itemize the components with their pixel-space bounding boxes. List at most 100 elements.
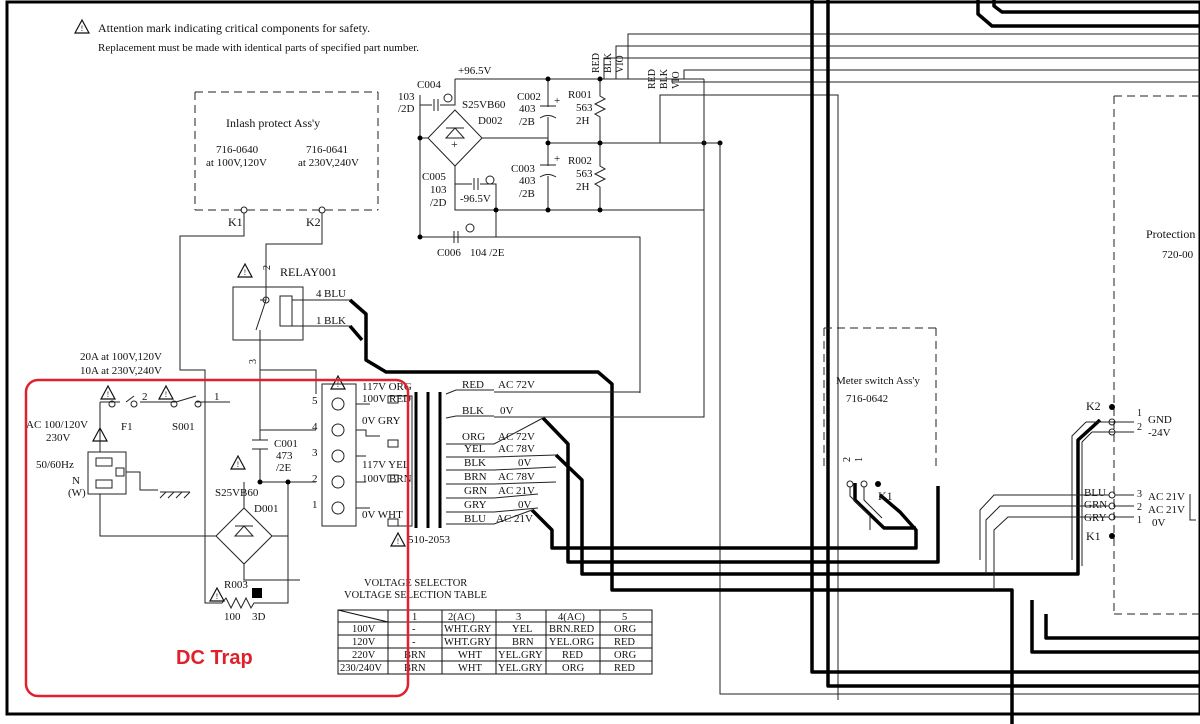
svg-text:WHT: WHT xyxy=(458,663,482,674)
svg-text:C006: C006 xyxy=(437,247,461,259)
inlash-title: Inlash protect Ass'y xyxy=(226,116,320,130)
svg-text:VIO: VIO xyxy=(671,71,682,89)
svg-text:AC 78V: AC 78V xyxy=(498,471,535,483)
svg-text:WHT: WHT xyxy=(458,650,482,661)
svg-text:C004: C004 xyxy=(417,79,441,91)
svg-text:2: 2 xyxy=(262,265,273,270)
svg-text:Meter switch Ass'y: Meter switch Ass'y xyxy=(836,375,920,387)
svg-text:10A at 230V,240V: 10A at 230V,240V xyxy=(80,365,162,377)
inlash-part-a: 716-0640 xyxy=(216,144,259,156)
svg-text:!: ! xyxy=(337,380,340,389)
svg-text:YEL.GRY: YEL.GRY xyxy=(498,663,543,674)
svg-text:230/240V: 230/240V xyxy=(340,663,382,674)
svg-text:ORG: ORG xyxy=(614,650,637,661)
voltage-selector: 5 4 3 2 1 ! 117V ORG 100V RED 0V GRY 117… xyxy=(205,374,451,547)
svg-text:0V: 0V xyxy=(500,405,514,417)
svg-text:+: + xyxy=(554,95,560,107)
inlash-protect-assembly: Inlash protect Ass'y 716-0640 at 100V,12… xyxy=(179,91,379,402)
dc-trap-highlight: DC Trap xyxy=(24,378,410,698)
svg-text:0V WHT: 0V WHT xyxy=(362,509,403,521)
svg-text:S25VB60: S25VB60 xyxy=(215,487,259,499)
svg-text:0V GRY: 0V GRY xyxy=(362,415,401,427)
attention-triangle-icon xyxy=(73,18,91,34)
svg-text:716-0642: 716-0642 xyxy=(846,393,888,405)
svg-text:-24V: -24V xyxy=(1148,427,1171,439)
svg-text:VOLTAGE SELECTOR: VOLTAGE SELECTOR xyxy=(364,578,467,589)
svg-text:-96.5V: -96.5V xyxy=(460,193,491,205)
svg-text:/2B: /2B xyxy=(519,188,535,200)
svg-text:R002: R002 xyxy=(568,155,592,167)
svg-text:/2D: /2D xyxy=(430,197,447,209)
svg-text:104 /2E: 104 /2E xyxy=(470,247,505,259)
svg-text:+: + xyxy=(451,137,458,151)
svg-text:AC 78V: AC 78V xyxy=(498,443,535,455)
svg-text:!: ! xyxy=(397,537,400,546)
svg-text:RED: RED xyxy=(614,663,635,674)
inlash-k2: K2 xyxy=(306,215,321,229)
svg-text:0V: 0V xyxy=(518,457,532,469)
safety-notes: ! Attention mark indicating critical com… xyxy=(73,18,419,54)
svg-text:AC 72V: AC 72V xyxy=(498,379,535,391)
svg-text:103: 103 xyxy=(430,184,447,196)
svg-text:4: 4 xyxy=(316,288,322,300)
svg-text:R003: R003 xyxy=(224,579,248,591)
svg-text:GRN: GRN xyxy=(1084,499,1107,511)
svg-text:AC 21V: AC 21V xyxy=(1148,504,1185,516)
svg-text:100V RED: 100V RED xyxy=(362,393,411,405)
svg-text:-: - xyxy=(412,637,416,648)
svg-text:!: ! xyxy=(107,390,110,399)
svg-text:AC 21V: AC 21V xyxy=(498,485,535,497)
svg-text:120V: 120V xyxy=(352,637,376,648)
svg-text:RED: RED xyxy=(647,69,658,89)
svg-text:YEL.GRY: YEL.GRY xyxy=(498,650,543,661)
svg-text:403: 403 xyxy=(519,103,536,115)
svg-text:+: + xyxy=(554,153,560,165)
svg-text:C002: C002 xyxy=(517,91,541,103)
mains-input: 20A at 100V,120V 10A at 230V,240V 2 1 ! … xyxy=(26,351,220,537)
svg-text:(W): (W) xyxy=(68,487,86,499)
svg-text:1: 1 xyxy=(214,391,220,403)
svg-text:VOLTAGE SELECTION TABLE: VOLTAGE SELECTION TABLE xyxy=(344,590,487,601)
svg-text:2: 2 xyxy=(1137,422,1142,433)
svg-text:ORG: ORG xyxy=(462,431,485,443)
svg-text:RED: RED xyxy=(462,379,484,391)
note-line-1: Attention mark indicating critical compo… xyxy=(98,21,370,35)
meter-switch-assembly: Meter switch Ass'y 716-0642 2 1 K1 xyxy=(823,327,937,530)
svg-text:WHT.GRY: WHT.GRY xyxy=(444,624,492,635)
svg-text:GND: GND xyxy=(1148,414,1172,426)
inlash-k1: K1 xyxy=(228,215,243,229)
note-line-2: Replacement must be made with identical … xyxy=(98,42,419,54)
svg-text:!: ! xyxy=(244,268,247,277)
svg-text:C003: C003 xyxy=(511,163,535,175)
svg-text:103: 103 xyxy=(398,91,415,103)
svg-text:563: 563 xyxy=(576,102,593,114)
svg-text:0V: 0V xyxy=(1152,517,1166,529)
svg-text:BLU: BLU xyxy=(324,288,346,300)
inlash-part-b-note: at 230V,240V xyxy=(298,157,359,169)
dc-trap-label: DC Trap xyxy=(176,647,253,669)
svg-text:BLK: BLK xyxy=(324,315,346,327)
svg-text:473: 473 xyxy=(276,450,293,462)
svg-text:AC 21V: AC 21V xyxy=(496,513,533,525)
svg-text:BLK: BLK xyxy=(603,52,614,73)
protection-assembly: Protection 720-00 K2 1 GND 2 -24V BLU GR… xyxy=(979,95,1200,615)
bus-wires xyxy=(348,0,1200,724)
outer-frame xyxy=(5,0,1200,716)
svg-text:1: 1 xyxy=(312,499,318,511)
svg-text:RED: RED xyxy=(614,637,635,648)
svg-text:563: 563 xyxy=(576,168,593,180)
svg-text:230V: 230V xyxy=(46,432,71,444)
svg-text:1: 1 xyxy=(854,457,865,462)
svg-text:BRN: BRN xyxy=(512,637,534,648)
svg-text:ORG: ORG xyxy=(614,624,637,635)
svg-text:3: 3 xyxy=(1137,489,1142,500)
svg-text:AC 100/120V: AC 100/120V xyxy=(26,419,88,431)
svg-text:D002: D002 xyxy=(478,115,502,127)
svg-text:!: ! xyxy=(237,460,240,469)
inlash-part-b: 716-0641 xyxy=(306,144,348,156)
svg-text:!: ! xyxy=(216,592,219,601)
svg-text:AC 21V: AC 21V xyxy=(1148,491,1185,503)
relay-001: ! RELAY001 2 4 BLU 1 BLK 3 xyxy=(232,258,350,394)
svg-text:2H: 2H xyxy=(576,115,590,127)
